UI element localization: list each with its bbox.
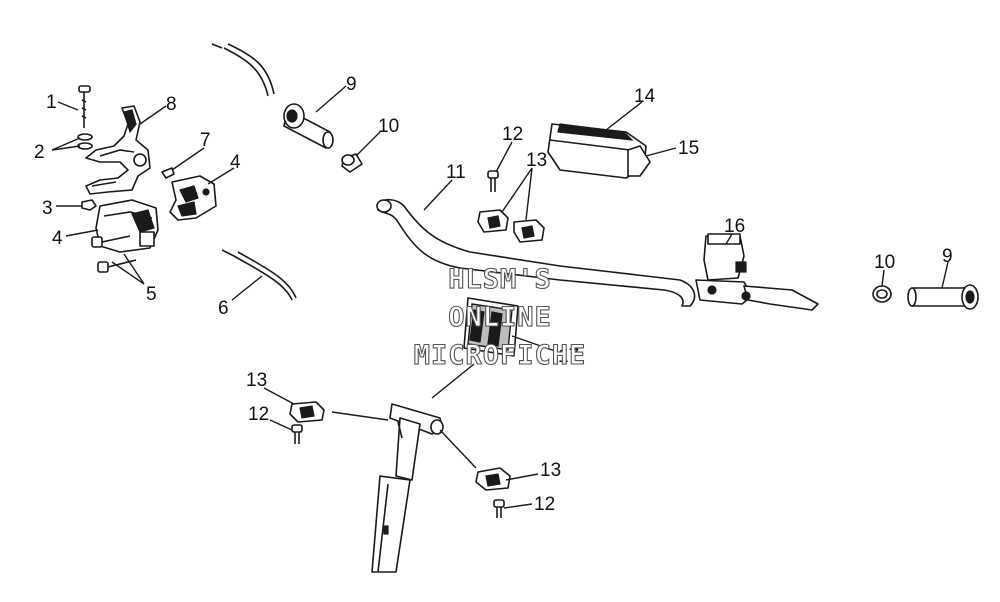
callout-12-lower-left: 12 — [248, 404, 269, 425]
part-14-handlebar-pad — [547, 123, 651, 179]
watermark-line-2: ONLINE — [448, 302, 552, 333]
part-6-cable — [221, 249, 297, 301]
callout-6: 6 — [218, 298, 229, 319]
steering-post — [371, 403, 444, 573]
part-4-switch-housing — [95, 199, 159, 253]
callout-15: 15 — [678, 138, 699, 159]
part-11-handlebar — [376, 198, 696, 307]
callout-7: 7 — [200, 130, 211, 151]
part-4-switch-half-upper — [169, 175, 217, 221]
throttle-cable — [211, 43, 275, 97]
part-8-bracket — [85, 105, 151, 195]
callout-14: 14 — [634, 86, 656, 107]
part-9-grip-left — [283, 103, 334, 149]
part-17-pad-block — [463, 297, 519, 357]
part-12-bolt-upper — [487, 170, 499, 192]
leader-lines — [51, 85, 949, 509]
part-13-clamp-lower-left — [289, 401, 325, 423]
part-9-grip-right — [907, 284, 979, 310]
part-2-washers — [77, 133, 93, 150]
part-13-clamp-lower-right — [475, 467, 511, 491]
callout-13-lower-left: 13 — [246, 370, 267, 391]
callout-13-upper: 13 — [526, 150, 547, 171]
callout-11: 11 — [446, 162, 466, 183]
callout-4-switch: 4 — [230, 152, 241, 173]
callout-labels: 1 2 3 4 4 5 6 7 8 9 9 10 10 11 12 12 12 … — [34, 74, 953, 515]
callout-10-left: 10 — [378, 116, 399, 137]
part-10-bushing-right — [872, 285, 892, 303]
callout-2: 2 — [34, 142, 45, 163]
part-1-bolt — [78, 85, 91, 128]
callout-5: 5 — [146, 284, 157, 305]
part-3-nut — [81, 199, 97, 211]
part-16-master-cylinder — [695, 233, 819, 311]
part-12-bolt-lower-right — [493, 499, 505, 518]
callout-13-lower-right: 13 — [540, 460, 561, 481]
callout-12-upper: 12 — [502, 124, 523, 145]
callout-17: 17 — [558, 346, 579, 367]
part-5-screws — [91, 235, 137, 273]
part-10-bushing-left — [341, 153, 363, 173]
part-12-bolt-lower-left — [291, 424, 303, 444]
part-7-pin — [161, 167, 175, 179]
connector-lines — [331, 363, 477, 469]
callout-9-right: 9 — [942, 246, 953, 267]
callout-12-lower-right: 12 — [534, 494, 555, 515]
watermark-line-3: MICROFICHE — [414, 340, 587, 371]
callout-9-left: 9 — [346, 74, 357, 95]
callout-10-right: 10 — [874, 252, 895, 273]
callout-1: 1 — [46, 92, 57, 113]
watermark: HLSM'S ONLINE MICROFICHE — [413, 263, 587, 371]
watermark-line-1: HLSM'S — [448, 264, 552, 295]
callout-8: 8 — [166, 94, 177, 115]
callout-4-housing: 4 — [52, 228, 63, 249]
callout-3: 3 — [42, 198, 53, 219]
callout-16: 16 — [724, 216, 745, 237]
part-13-clamps-upper — [477, 209, 545, 243]
